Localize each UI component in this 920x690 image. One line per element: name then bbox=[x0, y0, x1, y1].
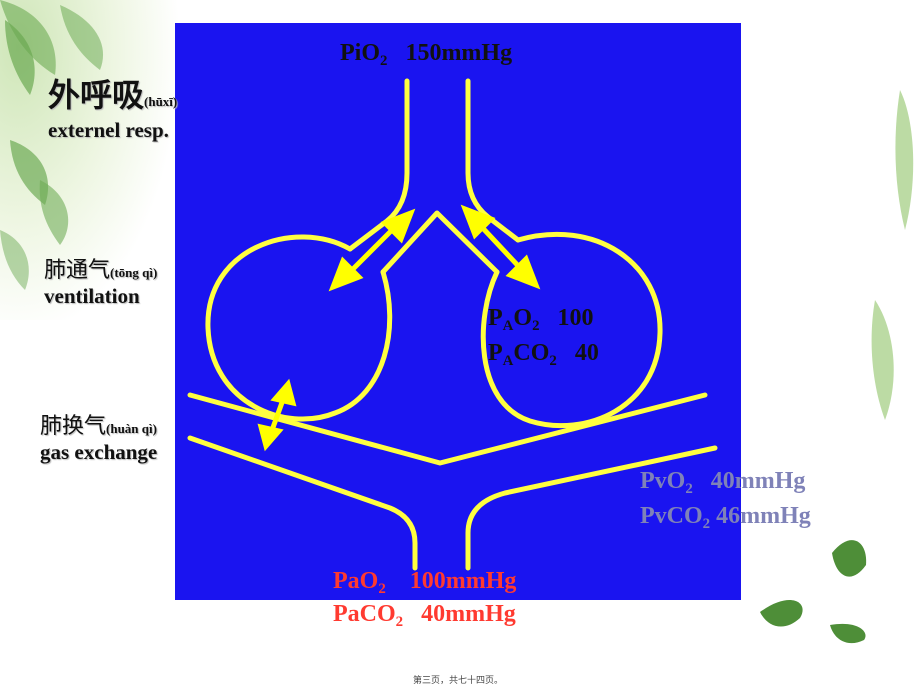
ventilation-heading: 肺通气(tōng qì) bbox=[44, 258, 158, 283]
bronchus-divider bbox=[380, 210, 500, 275]
capillary-upper-wall bbox=[187, 392, 708, 466]
venous-pco2: PvCO2 46mmHg bbox=[640, 503, 811, 533]
capillary-lower-wall-left bbox=[187, 435, 418, 571]
alveolar-po2: PAO2 100 bbox=[488, 305, 594, 335]
external-respiration-heading: 外呼吸(hūxī) bbox=[48, 76, 178, 114]
arterial-pco2: PaCO2 40mmHg bbox=[333, 601, 516, 631]
double-arrow-icon bbox=[460, 204, 541, 290]
ventilation-english: ventilation bbox=[44, 284, 140, 308]
arterial-po2: PaO2 100mmHg bbox=[333, 568, 517, 598]
page-footer: 第三页，共七十四页。 bbox=[413, 676, 504, 686]
venous-po2: PvO2 40mmHg bbox=[640, 468, 806, 498]
alveolar-pco2: PACO2 40 bbox=[488, 340, 599, 370]
gas-exchange-english: gas exchange bbox=[40, 440, 158, 464]
diagram-panel bbox=[175, 23, 741, 600]
inspired-po2-label: PiO2 150mmHg bbox=[340, 40, 513, 70]
external-respiration-english: externel resp. bbox=[48, 118, 169, 142]
gas-exchange-heading: 肺换气(huàn qì) bbox=[40, 414, 157, 439]
double-arrow-icon bbox=[257, 378, 297, 452]
right-alveolus bbox=[480, 231, 663, 429]
left-alveolus bbox=[205, 234, 393, 422]
capillary-lower-wall-right bbox=[465, 445, 718, 571]
double-arrow-icon bbox=[328, 208, 416, 292]
